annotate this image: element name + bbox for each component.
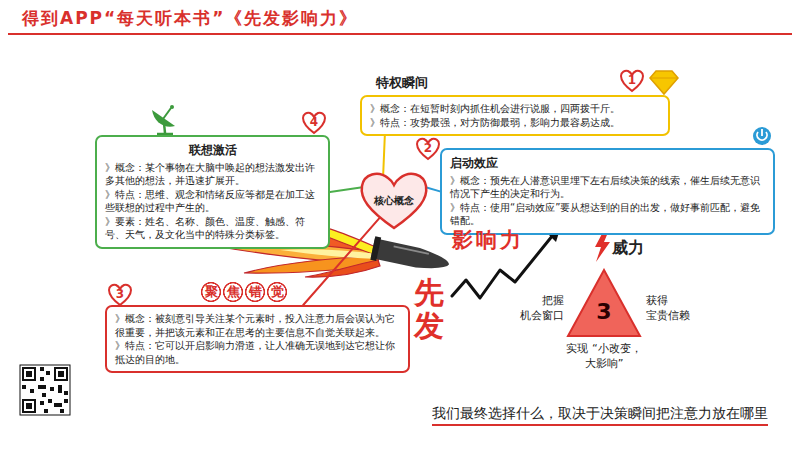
qr-finder [22, 367, 36, 381]
bullet [370, 236, 451, 276]
callout-heart [621, 71, 643, 91]
diagram-title: 得到APP“每天听本书”《先发影响力》 [22, 7, 358, 29]
connector [426, 187, 440, 191]
headline-text: 影响力 [452, 227, 524, 253]
qr-module [58, 385, 62, 393]
callout-number: 1 [620, 73, 644, 87]
node-text: 》概念：在短暂时刻内抓住机会进行说服，四两拨千斤。 [370, 102, 660, 116]
qr-finder [26, 403, 32, 409]
diamond-icon [650, 71, 678, 94]
qr-finder [24, 401, 34, 411]
antenna-tip [170, 105, 174, 109]
qr-module [42, 393, 46, 397]
title-rule [8, 33, 792, 35]
qr-finder [22, 399, 36, 413]
qr-module [60, 409, 64, 413]
qr-module [46, 371, 50, 375]
flame [305, 260, 380, 277]
power-icon [753, 127, 771, 145]
qr-finder [58, 371, 64, 377]
power-title: 威力 [612, 238, 644, 258]
node-heading: 核心概念 [358, 168, 430, 208]
power-disc [753, 127, 771, 145]
node-text: 》特点：它可以开启影响力滑道，让人准确无误地到达它想让你抵达的目的地。 [115, 339, 400, 366]
qr-module [64, 399, 68, 403]
power-point: 把握 机会窗口 [510, 294, 564, 324]
bullet-shine [394, 246, 429, 253]
node-text: 》概念：某个事物在大脑中唤起的想法激发出许多其他的想法，并迅速扩展开。 [105, 161, 320, 188]
node-heading: 聚焦错觉 [200, 282, 293, 302]
bullet-base [370, 236, 381, 261]
node-text: 》概念：被刻意引导关注某个元素时，投入注意力后会误认为它很重要，并把该元素和正在… [115, 312, 400, 339]
connector [330, 187, 362, 192]
connector [383, 136, 385, 174]
callout-heart [109, 285, 131, 305]
concept-box: 联想激活》概念：某个事物在大脑中唤起的想法激发出许多其他的想法，并迅速扩展开。》… [95, 135, 330, 249]
connector-line [426, 187, 440, 191]
node-text: 》特点：使用“启动效应”要从想达到的目的出发，做好事前匹配，避免错配。 [450, 201, 765, 228]
qr-finder [56, 369, 66, 379]
node-text: 》概念：预先在人潜意识里埋下左右后续决策的线索，催生后续无意识情况下产生的决定和… [450, 174, 765, 201]
concept-box: 启动效应》概念：预先在人潜意识里埋下左右后续决策的线索，催生后续无意识情况下产生… [440, 148, 775, 235]
qr-module [64, 391, 68, 395]
callout-number: 4 [302, 115, 326, 129]
qr-finder [24, 369, 34, 379]
headline-vertical: 先发 [414, 276, 444, 342]
callout-heart [417, 139, 439, 159]
node-text: 》特点：思维、观念和情绪反应等都是在加工这些联想的过程中产生的。 [105, 188, 320, 215]
callout-number: 2 [416, 141, 440, 155]
core-heart: 核心概念 [358, 168, 430, 232]
connector-line [330, 187, 362, 192]
qr-module [54, 403, 62, 407]
qr-modules [22, 367, 68, 413]
node-text: 》要素：姓名、名称、颜色、温度、触感、符号、天气，及文化当中的特殊分类标签。 [105, 215, 320, 242]
qr-module [40, 377, 44, 381]
power-point: 获得 宝贵信赖 [646, 294, 700, 324]
stand [164, 123, 165, 133]
lightning-icon [595, 230, 610, 262]
bullet-body [371, 238, 451, 274]
concept-box: 聚焦错觉》概念：被刻意引导关注某个元素时，投入注意力后会误认为它很重要，并把该元… [105, 305, 410, 373]
qr-module [40, 367, 44, 371]
qr-module [38, 385, 46, 389]
antenna [163, 108, 171, 119]
connector-line [383, 136, 385, 174]
node-heading: 3 [566, 268, 642, 323]
flame-core [280, 249, 378, 259]
diamond-facet [650, 78, 678, 79]
node-heading: 特权瞬间 [376, 74, 428, 92]
power-result: 实现 “小改变，大影响” [554, 342, 654, 372]
node-heading: 联想激活 [105, 142, 320, 159]
qr-finder [54, 367, 68, 381]
qr-module [48, 399, 52, 403]
power-triangle: 3 [566, 268, 642, 338]
diagram-caption: 我们最终选择什么，取决于决策瞬间把注意力放在哪里 [432, 404, 768, 426]
callout-number: 3 [108, 287, 132, 301]
node-heading: 启动效应 [450, 155, 765, 172]
qr-frame [20, 365, 70, 415]
qr-finder [26, 371, 32, 377]
node-text: 》特点：攻势最强，对方防御最弱，影响力最容易达成。 [370, 116, 660, 130]
qr-module [40, 401, 44, 405]
qr-module [44, 409, 48, 413]
callout-heart [303, 113, 325, 133]
power-bar [761, 129, 763, 136]
qr-module [50, 387, 54, 391]
qr-module [30, 389, 34, 393]
qr-module [22, 385, 26, 389]
qr-code [20, 365, 70, 415]
satellite-icon [152, 105, 175, 134]
concept-box: 特权瞬间》概念：在短暂时刻内抓住机会进行说服，四两拨千斤。》特点：攻势最强，对方… [360, 95, 670, 136]
